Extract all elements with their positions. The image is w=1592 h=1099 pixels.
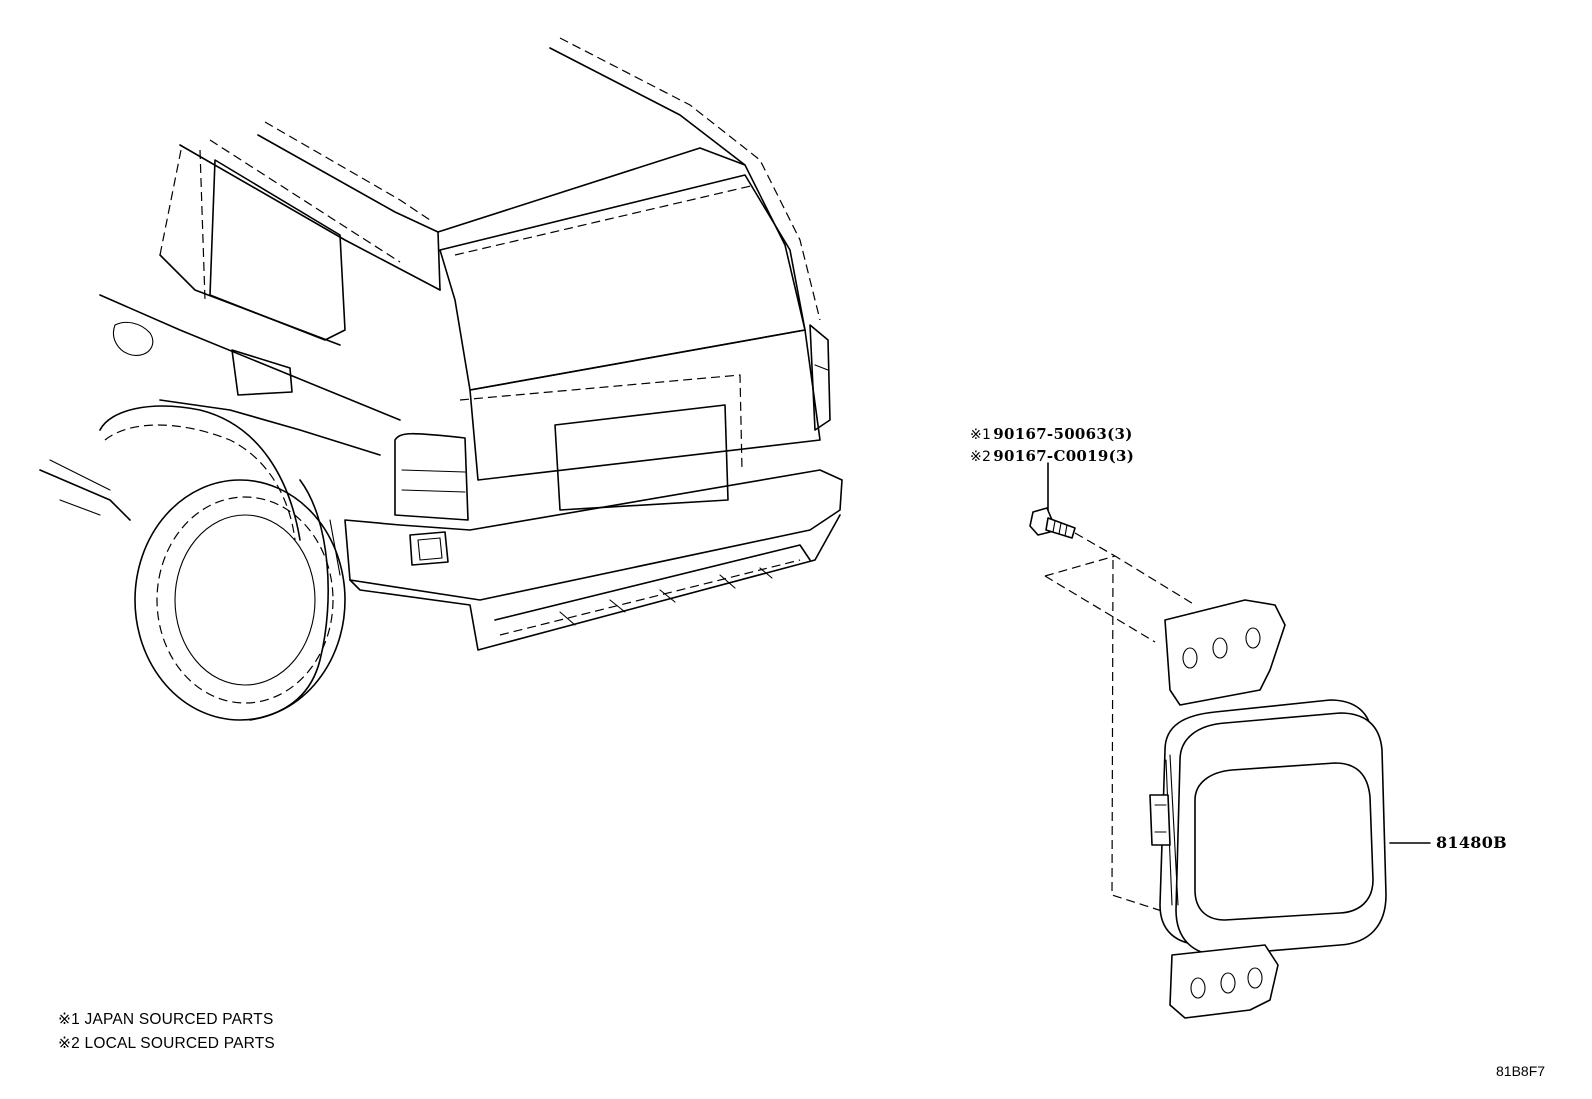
- bolt-part-number-local: 90167-C0019(3): [993, 447, 1135, 465]
- sensor-part-number[interactable]: 81480B: [1436, 833, 1507, 852]
- diagram-reference-code: 81B8F7: [1496, 1063, 1546, 1079]
- vehicle-body: [39, 37, 843, 721]
- note-japan-sourced: ※1 JAPAN SOURCED PARTS: [58, 1011, 274, 1028]
- note-local-sourced: ※2 LOCAL SOURCED PARTS: [58, 1035, 275, 1052]
- japan-mark: ※1: [970, 427, 992, 443]
- local-mark: ※2: [970, 449, 992, 465]
- sensor-assembly: [1044, 555, 1431, 1019]
- bolt-icon: [1029, 462, 1116, 557]
- bolt-part-number-japan: 90167-50063(3): [993, 425, 1133, 443]
